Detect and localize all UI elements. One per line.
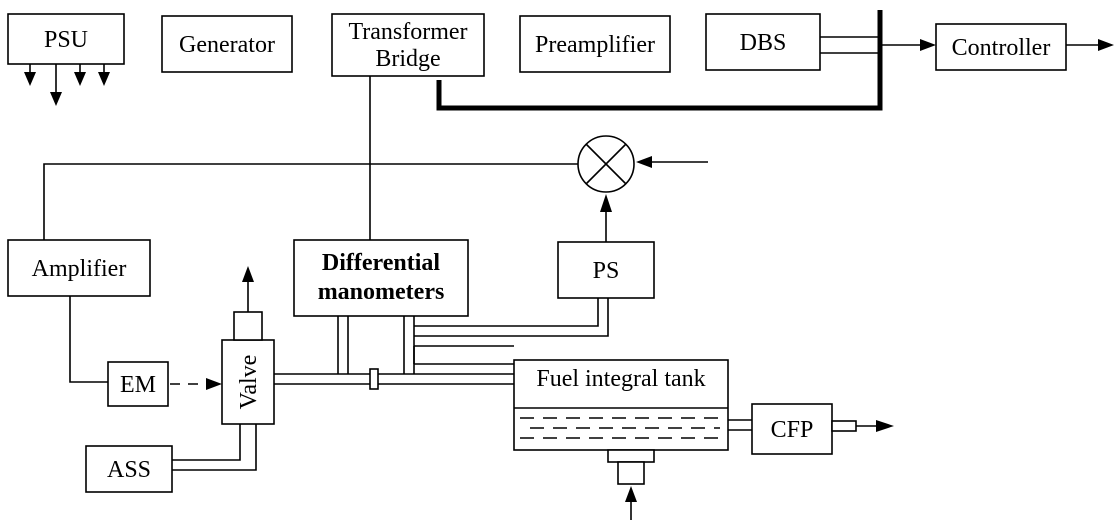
generator-block: Generator bbox=[161, 15, 293, 73]
ass-to-valve-pipe bbox=[172, 424, 257, 471]
tank-fill-inlet bbox=[607, 449, 655, 520]
amplifier-block: Amplifier bbox=[7, 239, 151, 297]
ps-block: PS bbox=[557, 241, 655, 299]
em-to-valve-arrow bbox=[170, 378, 222, 390]
em-label: EM bbox=[120, 372, 156, 398]
comparator-circle bbox=[577, 135, 635, 193]
reference-input-arrow bbox=[636, 156, 708, 168]
psu-label: PSU bbox=[44, 27, 88, 53]
ps-pipes bbox=[414, 298, 609, 337]
controller-label: Controller bbox=[952, 35, 1051, 61]
psu-block: PSU bbox=[7, 13, 125, 65]
generator-label: Generator bbox=[179, 32, 275, 58]
fuel-tank-label: Fuel integral tank bbox=[536, 366, 705, 392]
differential-manometers-block: Differential manometers bbox=[293, 239, 469, 317]
em-block: EM bbox=[107, 361, 169, 407]
valve-to-tank-pipe bbox=[274, 368, 514, 390]
ps-to-comparator-arrow bbox=[600, 194, 612, 242]
psu-output-arrows bbox=[24, 64, 110, 106]
amplifier-to-em-line bbox=[69, 296, 108, 383]
dbs-block: DBS bbox=[705, 13, 821, 71]
preamplifier-label: Preamplifier bbox=[535, 32, 655, 58]
differential-manometers-label-line1: Differential bbox=[322, 250, 441, 276]
amplifier-label: Amplifier bbox=[32, 256, 127, 282]
transformer-bridge-block: Transformer Bridge bbox=[331, 13, 485, 77]
differential-manometers-label-line2: manometers bbox=[318, 279, 445, 305]
valve-block: Valve bbox=[221, 339, 275, 425]
valve-exhaust bbox=[233, 266, 263, 341]
bus-to-controller-arrow bbox=[882, 39, 936, 51]
ass-label: ASS bbox=[107, 457, 151, 483]
dbs-label: DBS bbox=[740, 30, 787, 56]
controller-output-arrow bbox=[1066, 39, 1114, 51]
ps-label: PS bbox=[593, 258, 620, 284]
controller-block: Controller bbox=[935, 23, 1067, 71]
transformer-bridge-label-line2: Bridge bbox=[375, 46, 440, 72]
data-bus bbox=[436, 10, 883, 111]
ass-block: ASS bbox=[85, 445, 173, 493]
transformer-bridge-label-line1: Transformer bbox=[348, 19, 467, 45]
comparator-to-amplifier-line bbox=[43, 163, 578, 240]
cfp-block: CFP bbox=[751, 403, 833, 455]
dbs-bus-links bbox=[820, 36, 880, 54]
preamplifier-block: Preamplifier bbox=[519, 15, 671, 73]
tank-upper-pipe bbox=[413, 345, 514, 365]
fuel-integral-tank: Fuel integral tank bbox=[513, 359, 729, 451]
cfp-output bbox=[831, 420, 894, 432]
tank-to-cfp-pipe bbox=[728, 419, 752, 431]
cfp-label: CFP bbox=[771, 417, 814, 443]
valve-label: Valve bbox=[236, 355, 262, 410]
manometer-pipes bbox=[337, 316, 415, 374]
